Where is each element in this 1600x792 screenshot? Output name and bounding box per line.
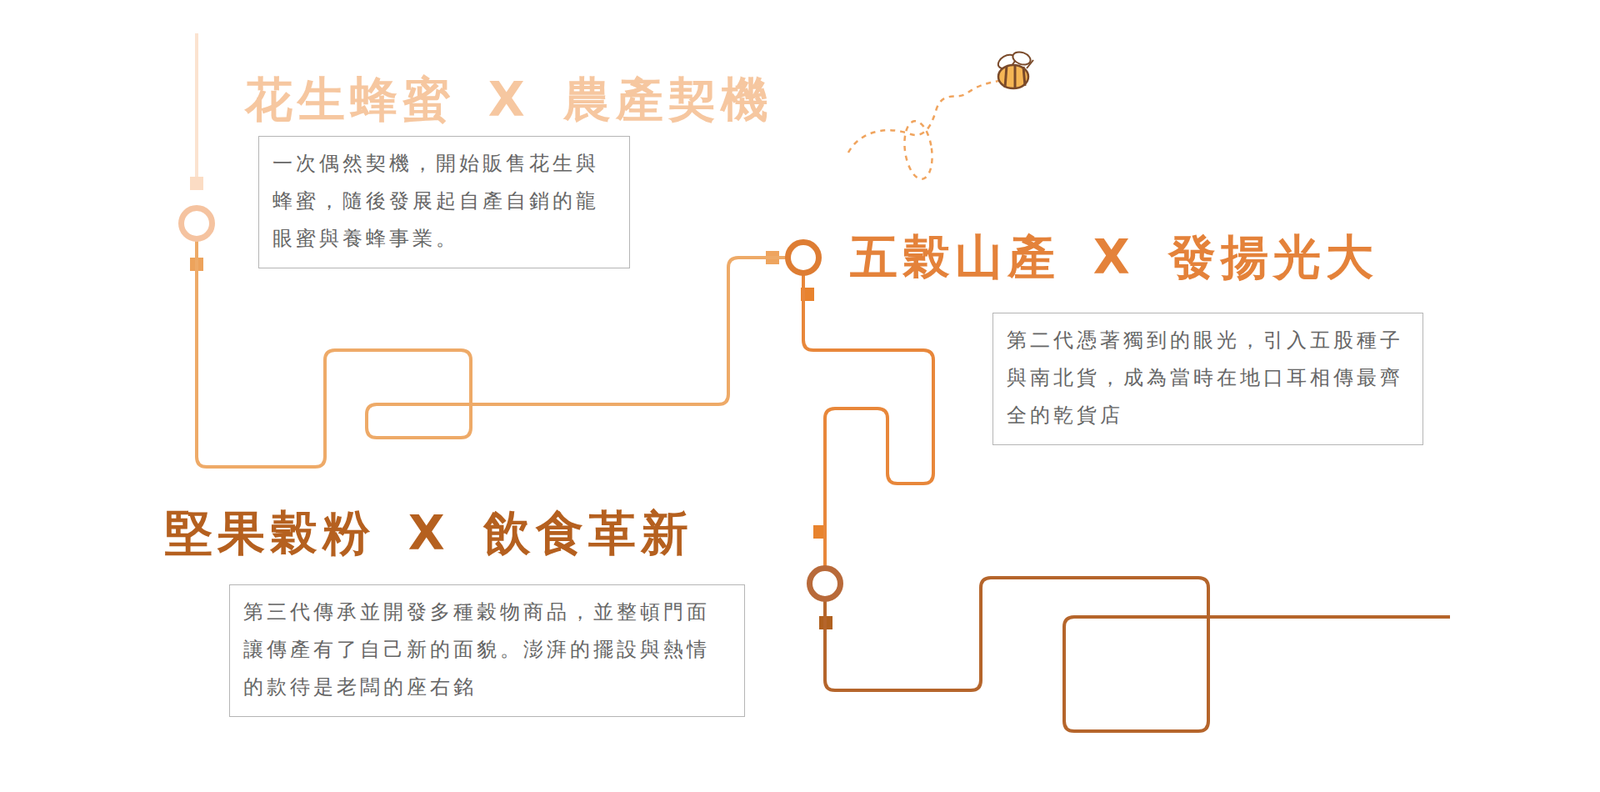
timeline-tail [825, 577, 1450, 731]
stage-heading: 花生蜂蜜 X 農產契機 [245, 71, 774, 127]
stage-heading: 堅果穀粉 X 飲食革新 [165, 505, 694, 560]
lead-line [195, 33, 199, 180]
timeline-dot [178, 205, 215, 242]
timeline-dot [806, 565, 844, 602]
stage-description: 第二代憑著獨到的眼光，引入五股種子與南北貨，成為當時在地口耳相傳最齊全的乾貨店 [992, 312, 1424, 445]
bee-flight-path [848, 79, 1005, 153]
timeline-stage: 花生蜂蜜 X 農產契機一次偶然契機，開始販售花生與蜂蜜，隨後發展起自產自銷的龍眼… [196, 71, 832, 269]
stage-heading: 五穀山產 X 發揚光大 [850, 229, 1379, 285]
timeline-dot [785, 239, 822, 276]
bee-flight-loop [900, 119, 935, 181]
timeline-stage: 堅果穀粉 X 飲食革新第三代傳承並開發多種穀物商品，並整頓門面讓傳產有了自己新的… [165, 505, 825, 717]
line-square [190, 176, 204, 190]
timeline-connector [803, 257, 934, 584]
bee-icon [995, 50, 1034, 89]
stage-description: 一次偶然契機，開始販售花生與蜂蜜，隨後發展起自產自銷的龍眼蜜與養蜂事業。 [258, 135, 630, 269]
stage-description: 第三代傳承並開發多種穀物商品，並整頓門面讓傳產有了自己新的面貌。澎湃的擺設與熱情… [229, 584, 745, 717]
timeline-stage: 五穀山產 X 發揚光大第二代憑著獨到的眼光，引入五股種子與南北貨，成為當時在地口… [803, 229, 1437, 445]
